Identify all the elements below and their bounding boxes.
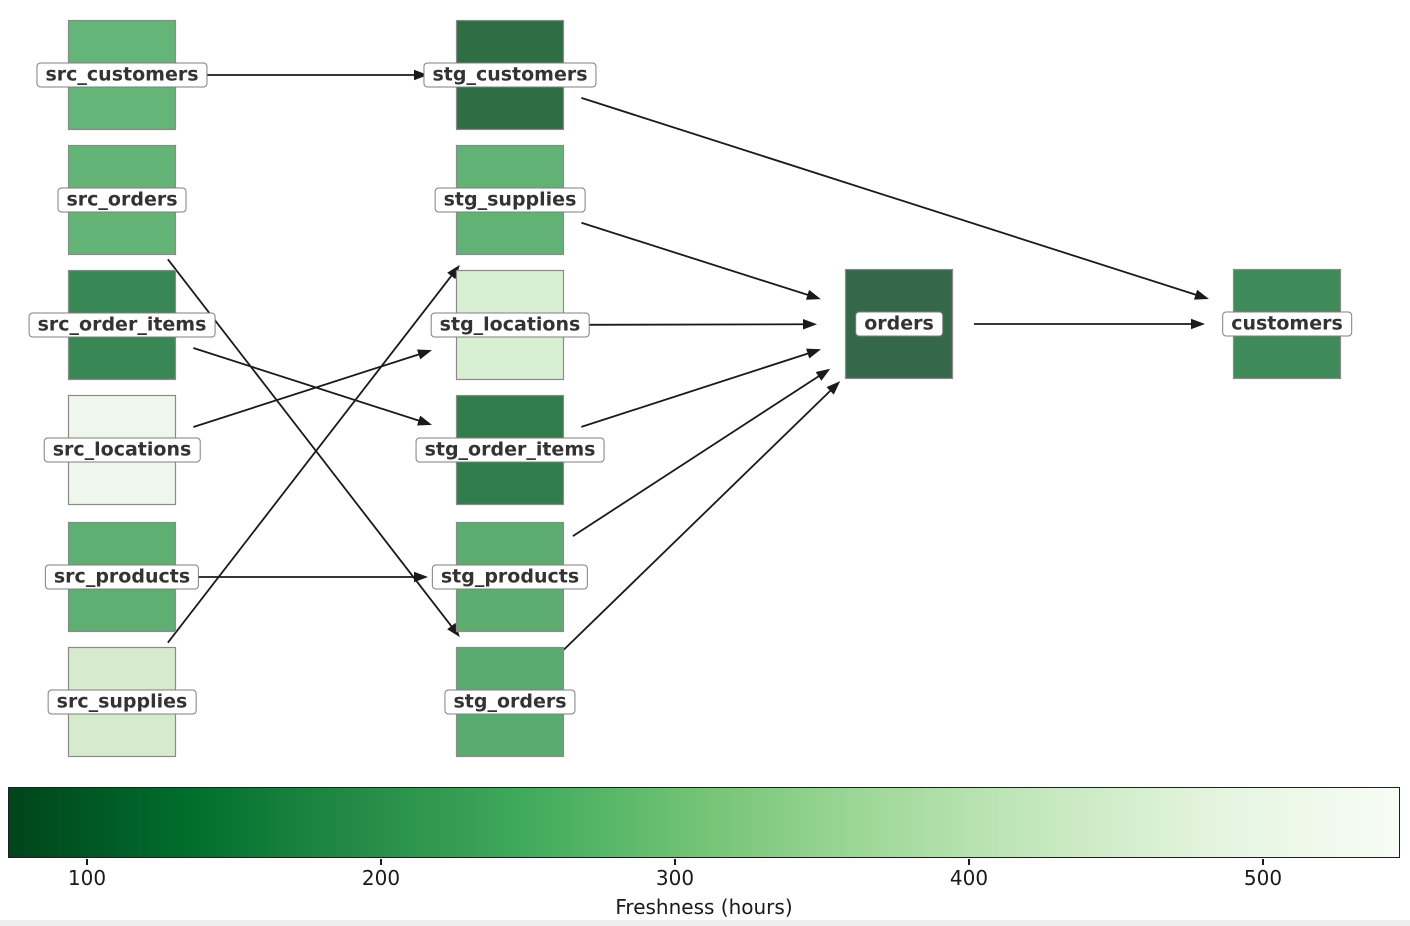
node-layer: [67, 19, 1342, 758]
edge-layer: [167, 69, 1209, 651]
arrowhead-stg_order_items-to-orders: [806, 348, 821, 359]
arrowhead-orders-to-customers: [1191, 318, 1205, 330]
edge-stg_products-to-orders: [572, 372, 825, 537]
edge-stg_locations-to-orders: [584, 323, 810, 326]
arrowhead-src_orders-to-stg_orders: [447, 622, 460, 638]
edge-src_order_items-to-stg_order_items: [193, 347, 425, 424]
colorbar-tick-label-500: 500: [1243, 866, 1283, 890]
edge-src_orders-to-stg_orders: [167, 258, 456, 632]
arrowhead-src_supplies-to-stg_supplies: [447, 264, 460, 280]
edge-stg_orders-to-orders: [563, 386, 836, 651]
bottom-strip: [0, 920, 1410, 926]
colorbar-tick-label-100: 100: [67, 866, 107, 890]
colorbar-tick-label-200: 200: [361, 866, 401, 890]
node-stg_products: [455, 521, 565, 633]
node-stg_supplies: [455, 144, 565, 256]
node-src_locations: [67, 394, 177, 506]
edge-stg_customers-to-customers: [581, 97, 1202, 298]
colorbar-tick-mark-500: [1262, 859, 1264, 865]
arrowhead-src_order_items-to-stg_order_items: [417, 415, 432, 426]
arrowhead-stg_customers-to-customers: [1193, 289, 1209, 300]
node-src_supplies: [67, 646, 177, 758]
edge-src_supplies-to-stg_supplies: [167, 270, 456, 644]
arrowhead-src_locations-to-stg_locations: [417, 349, 432, 360]
colorbar-axis-label: Freshness (hours): [615, 895, 793, 919]
edge-src_locations-to-stg_locations: [193, 351, 425, 428]
node-stg_orders: [455, 646, 565, 758]
colorbar-tick-label-300: 300: [655, 866, 695, 890]
node-stg_order_items: [455, 394, 565, 506]
arrowhead-stg_supplies-to-orders: [805, 289, 821, 300]
node-customers: [1232, 268, 1342, 380]
node-orders: [844, 268, 954, 380]
node-src_orders: [67, 144, 177, 256]
arrowhead-src_customers-to-stg_customers: [414, 69, 428, 81]
colorbar-tick-mark-400: [968, 859, 970, 865]
node-src_order_items: [67, 269, 177, 381]
node-src_customers: [67, 19, 177, 131]
colorbar-gradient: [8, 787, 1400, 858]
edge-stg_supplies-to-orders: [581, 221, 814, 298]
node-stg_customers: [455, 19, 565, 131]
node-stg_locations: [455, 269, 565, 381]
colorbar-tick-mark-100: [86, 859, 88, 865]
arrowhead-stg_locations-to-orders: [802, 319, 818, 330]
edge-stg_order_items-to-orders: [581, 350, 814, 428]
arrowhead-stg_orders-to-orders: [826, 381, 841, 395]
colorbar-tick-label-400: 400: [949, 866, 989, 890]
arrowhead-stg_products-to-orders: [815, 368, 831, 381]
colorbar-tick-mark-300: [674, 859, 676, 865]
node-src_products: [67, 521, 177, 633]
dag-canvas: [67, 19, 1342, 758]
colorbar-tick-mark-200: [380, 859, 382, 865]
arrowhead-src_products-to-stg_products: [414, 571, 428, 583]
